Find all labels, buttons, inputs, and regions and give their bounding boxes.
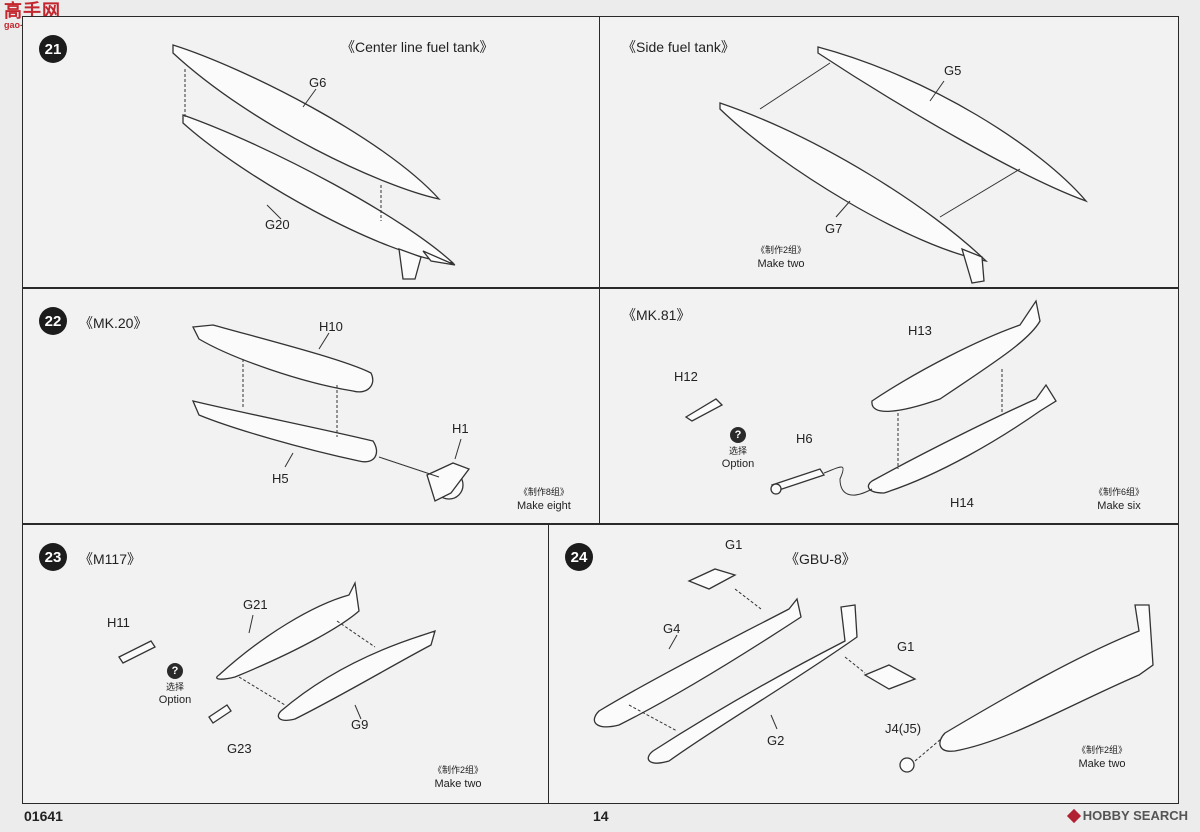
option-question-icon: ? [167,663,183,679]
make-count-en: Make two [757,258,805,270]
watermark: HOBBY SEARCH [1066,808,1188,823]
panel-title-mk81: 《MK.81》 [622,307,691,323]
panel-step-21-center-tank: 21 《Center line fuel tank》 G6 G20 [22,16,601,288]
m117-drawing [118,580,436,724]
part-label-j4-j5: J4(J5) [885,721,922,736]
make-count-note: 《制作6组》 Make six [1094,485,1144,513]
panel-step-22-mk81: 《MK.81》 H12 H13 H6 H14 ? 选择 Option 《制作6组… [599,288,1179,524]
make-count-note: 《制作2组》 Make two [1077,743,1127,771]
part-label-g7: G7 [825,221,843,236]
make-count-note: 《制作8组》 Make eight [517,485,571,513]
product-code: 01641 [24,808,63,824]
part-label-g23: G23 [227,741,252,756]
site-logo-text: 高手网 [4,1,61,21]
part-label-h11: H11 [107,615,130,630]
option-label-cn: 选择 [165,682,184,692]
make-count-en: Make six [1097,500,1141,512]
panel-title-center-tank: 《Center line fuel tank》 [341,39,494,55]
page-number: 14 [593,808,609,824]
part-label-g1-top: G1 [725,537,743,552]
part-label-g6: G6 [309,75,327,90]
panel-step-24-gbu8: 24 《GBU-8》 G1 G4 G1 G2 J4(J5) 《制作2组》 Mak… [548,524,1179,804]
part-label-g20: G20 [265,217,290,232]
option-note: ? 选择 Option [716,427,760,471]
make-count-en: Make two [1078,758,1126,770]
part-label-g5: G5 [944,63,962,78]
part-label-h6: H6 [796,431,813,446]
part-label-g4: G4 [663,621,681,636]
part-label-h13: H13 [908,323,932,338]
make-count-en: Make eight [517,500,571,512]
option-label-en: Option [721,458,755,470]
make-count-cn: 《制作2组》 [756,245,807,255]
panel-title-mk20: 《MK.20》 [79,315,148,331]
watermark-logo-icon [1066,808,1081,823]
make-count-note: 《制作2组》 Make two [756,243,806,271]
make-count-en: Make two [434,778,482,790]
step-badge-21: 21 [39,35,67,63]
panel-step-22-mk20: 22 《MK.20》 H10 H5 H1 《制作8组》 Make eight [22,288,601,524]
step-badge-24: 24 [565,543,593,571]
make-count-cn: 《制作2组》 [1077,745,1128,755]
option-label-en: Option [158,694,192,706]
part-label-g1-right: G1 [897,639,915,654]
gbu8-drawing [593,568,1154,773]
make-count-cn: 《制作2组》 [433,765,484,775]
part-label-h14: H14 [950,495,974,510]
part-label-g21: G21 [243,597,268,612]
part-label-h12: H12 [674,369,698,384]
part-label-g2: G2 [767,733,785,748]
center-line-fuel-tank-drawing [172,44,456,280]
side-fuel-tank-drawing [719,46,1089,284]
make-count-note: 《制作2组》 Make two [433,763,483,791]
step-badge-22: 22 [39,307,67,335]
part-label-h10: H10 [319,319,343,334]
panel-title-gbu8: 《GBU-8》 [785,551,856,567]
part-label-g9: G9 [351,717,369,732]
part-label-h5: H5 [272,471,289,486]
option-label-cn: 选择 [728,446,747,456]
make-count-cn: 《制作8组》 [518,487,569,497]
step-badge-23: 23 [39,543,67,571]
watermark-text: HOBBY SEARCH [1082,808,1188,823]
mk81-drawing [684,299,1057,496]
panel-title-side-tank: 《Side fuel tank》 [622,39,735,55]
part-label-h1: H1 [452,421,469,436]
panel-step-21-side-tank: 《Side fuel tank》 G5 G7 《制作2组》 Make two [599,16,1179,288]
panel-title-m117: 《M117》 [79,551,141,567]
option-question-icon: ? [730,427,746,443]
option-note: ? 选择 Option [153,663,197,707]
panel-step-23-m117: 23 《M117》 H11 G21 G9 G23 ? 选择 Option 《制作… [22,524,550,804]
make-count-cn: 《制作6组》 [1094,487,1145,497]
mk20-drawing [191,324,471,502]
